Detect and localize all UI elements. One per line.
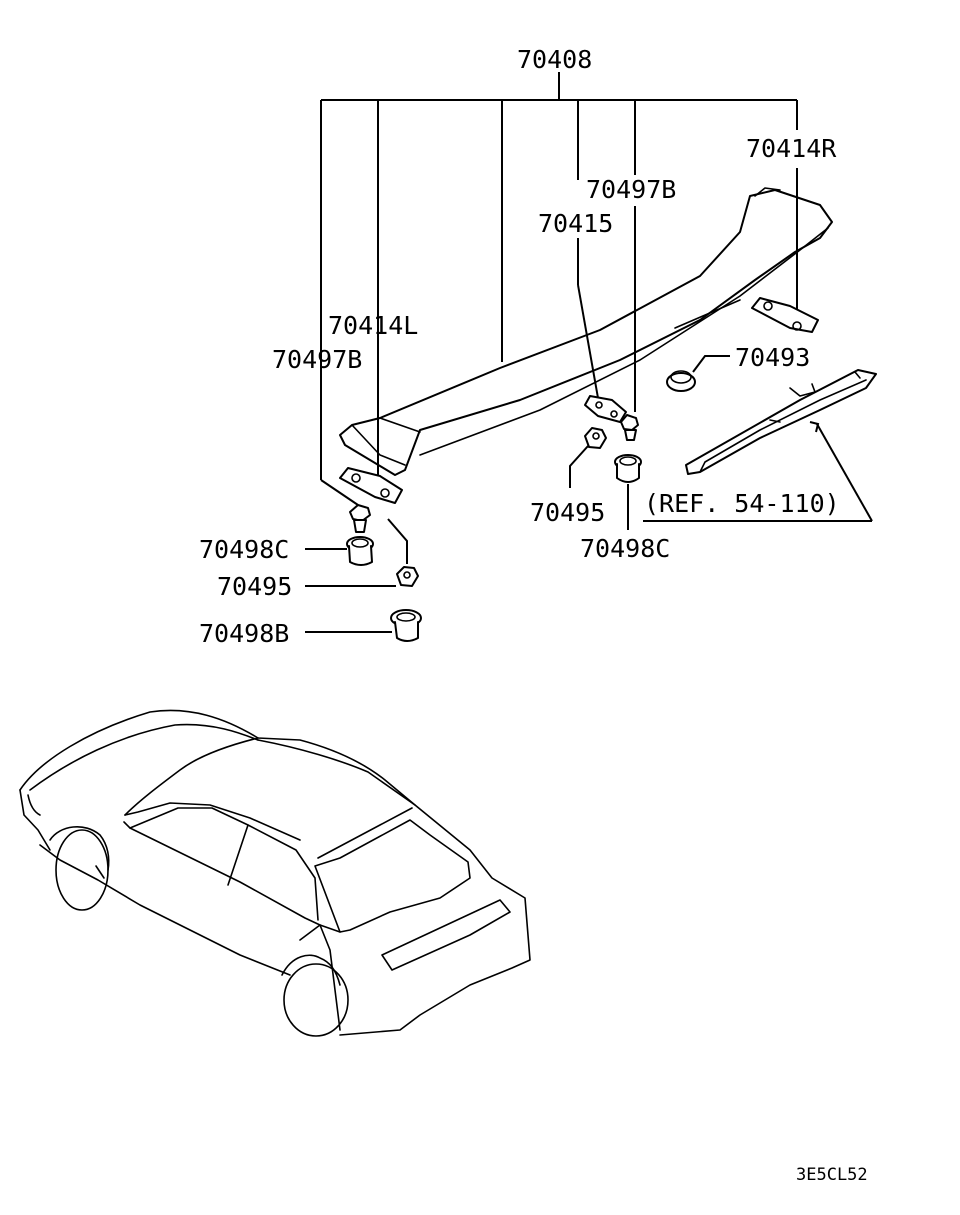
fastener-70497B-left bbox=[349, 504, 371, 533]
label-70498B: 70498B bbox=[199, 619, 289, 648]
label-ref-54-110: (REF. 54-110) bbox=[644, 489, 840, 518]
label-70414R: 70414R bbox=[746, 134, 837, 163]
label-70493: 70493 bbox=[735, 343, 810, 372]
rear-spoiler bbox=[339, 187, 833, 476]
label-70497B-right: 70497B bbox=[586, 175, 676, 204]
bracket-70414L bbox=[339, 467, 403, 504]
nut-70495-left bbox=[305, 518, 419, 587]
clip-70498B bbox=[305, 609, 422, 642]
label-70414L: 70414L bbox=[328, 311, 418, 340]
nut-70495-right bbox=[569, 427, 607, 488]
clip-70498C-right bbox=[614, 454, 642, 530]
label-70408: 70408 bbox=[517, 45, 592, 74]
high-mount-stop-lamp bbox=[685, 369, 877, 522]
fastener-70497B-right bbox=[620, 414, 639, 441]
label-70498C-left: 70498C bbox=[199, 535, 289, 564]
grommet-70493 bbox=[666, 355, 730, 392]
drawing-code: 3E5CL52 bbox=[796, 1165, 868, 1185]
label-70498C-right: 70498C bbox=[580, 534, 670, 563]
label-70495-left: 70495 bbox=[217, 572, 292, 601]
leader-70408 bbox=[320, 72, 798, 506]
label-70497B-left: 70497B bbox=[272, 345, 362, 374]
label-70495-right: 70495 bbox=[530, 498, 605, 527]
car-outline bbox=[19, 709, 531, 1037]
label-70415: 70415 bbox=[538, 209, 613, 238]
bracket-70414R bbox=[751, 297, 819, 333]
bracket-70415 bbox=[584, 395, 627, 423]
clip-70498C-left bbox=[305, 536, 374, 566]
